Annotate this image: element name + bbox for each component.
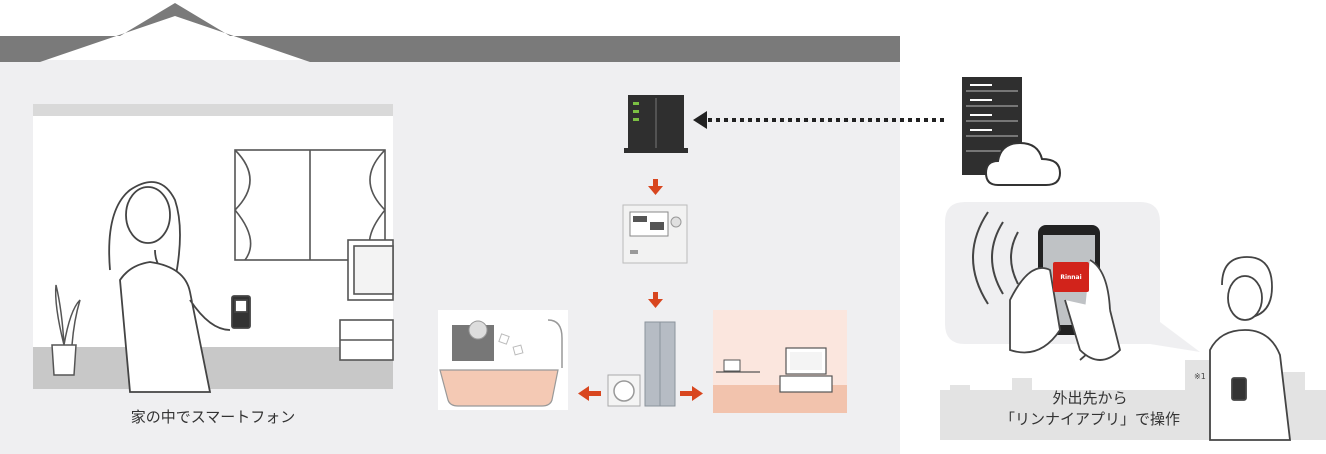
cloud-to-router-arrow xyxy=(693,111,945,129)
signal-waves-icon xyxy=(972,211,1019,305)
living-room-scene xyxy=(33,104,394,393)
woman-with-phone-icon xyxy=(108,181,251,393)
woman-outside-icon xyxy=(1209,256,1292,441)
router-icon xyxy=(624,95,688,153)
water-heater-icon xyxy=(607,321,676,407)
tv-icon xyxy=(339,239,394,361)
house-roof-icon xyxy=(0,3,900,62)
plant-icon xyxy=(51,284,81,376)
heater-to-living-arrow xyxy=(680,386,703,401)
bathtub-icon xyxy=(438,310,568,410)
heater-to-bath-arrow xyxy=(578,386,601,401)
router-to-controller-arrow xyxy=(648,179,663,195)
controller-to-heater-arrow xyxy=(648,292,663,308)
outside-caption-line2: 「リンナイアプリ」で操作 xyxy=(999,410,1180,428)
cloud-icon xyxy=(984,141,1062,186)
rinnai-app-badge: Rinnai xyxy=(1053,262,1089,292)
living-room-tv-icon xyxy=(713,310,847,413)
footnote-mark: ※1 xyxy=(1194,372,1206,381)
controller-icon xyxy=(622,204,688,264)
window-icon xyxy=(234,149,386,261)
outside-caption-line1: 外出先から xyxy=(1052,389,1128,407)
home-smartphone-caption: 家の中でスマートフォン xyxy=(130,408,296,426)
